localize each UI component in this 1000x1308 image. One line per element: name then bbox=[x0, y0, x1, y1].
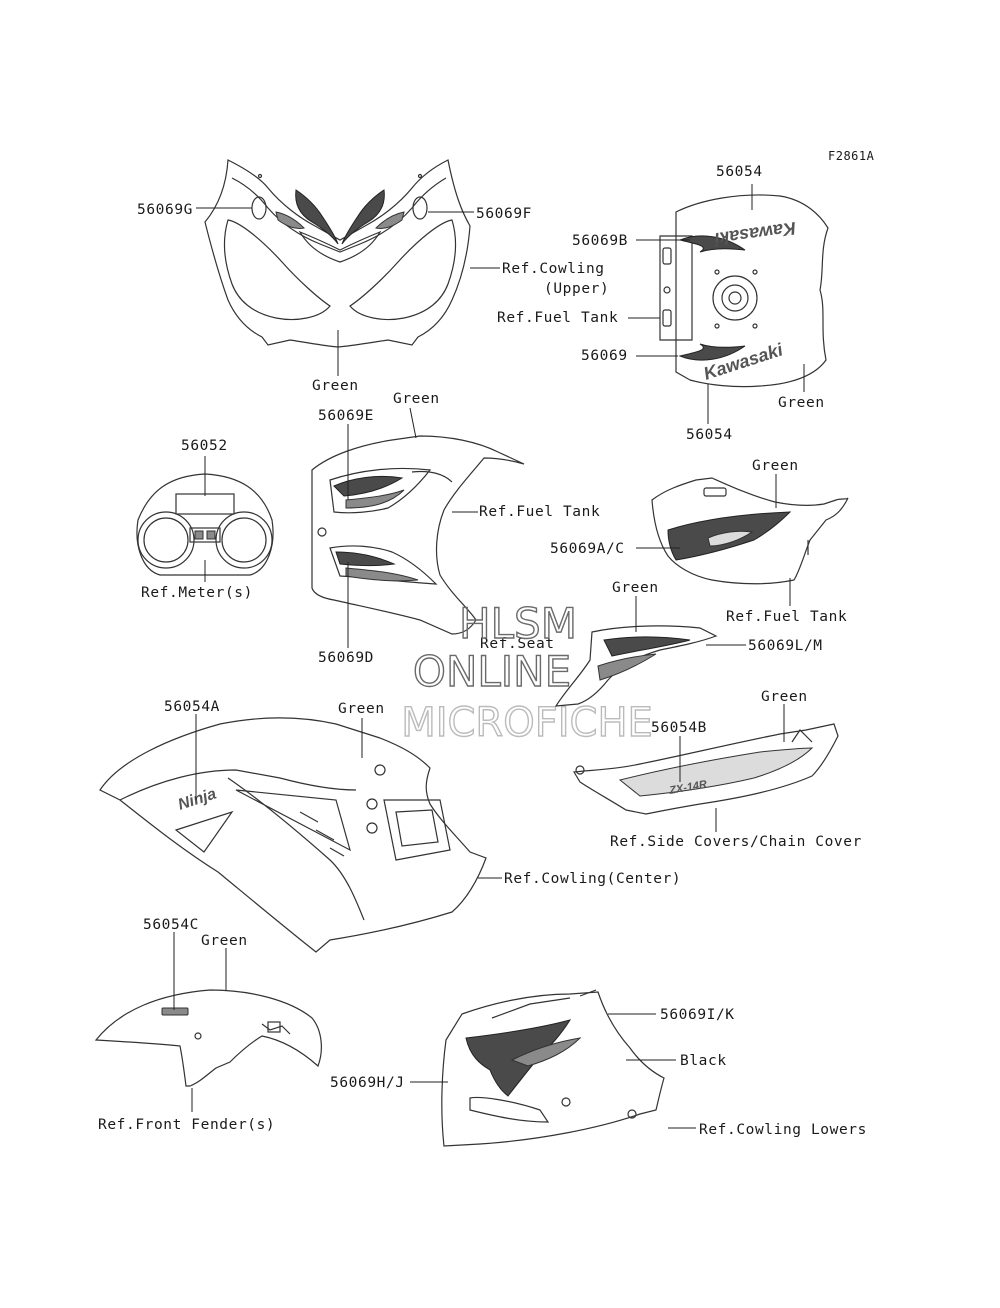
label-green-center-top: Green bbox=[393, 391, 440, 407]
label-56054-bottom: 56054 bbox=[686, 427, 733, 443]
upper-cowling-part bbox=[204, 159, 471, 348]
label-green-seat: Green bbox=[612, 580, 659, 596]
label-56054A: 56054A bbox=[164, 699, 220, 715]
label-ref-meters: Ref.Meter(s) bbox=[141, 585, 253, 601]
label-56054-top: 56054 bbox=[716, 164, 763, 180]
label-ref-seat: Ref.Seat bbox=[480, 636, 555, 652]
label-56069HJ: 56069H/J bbox=[330, 1075, 405, 1091]
label-56069LM: 56069L/M bbox=[748, 638, 823, 654]
label-56069D: 56069D bbox=[318, 650, 374, 666]
label-56069F: 56069F bbox=[476, 206, 532, 222]
label-black-lower: Black bbox=[680, 1053, 727, 1069]
label-ref-front-fender: Ref.Front Fender(s) bbox=[98, 1117, 275, 1133]
label-green-side-tank: Green bbox=[752, 458, 799, 474]
center-cowling-part: Ninja bbox=[99, 717, 487, 953]
label-ref-cowling-upper-sub: (Upper) bbox=[544, 281, 609, 297]
callout-labels: 56069G 56069F Ref.Cowling (Upper) Green … bbox=[98, 164, 867, 1138]
front-fender-part bbox=[94, 989, 322, 1087]
watermark-line-1: HLSM bbox=[459, 599, 577, 648]
label-56069: 56069 bbox=[581, 348, 628, 364]
label-56069G: 56069G bbox=[137, 202, 193, 218]
cowling-lower-part bbox=[441, 989, 665, 1147]
kawasaki-decal-top: Kawasaki bbox=[712, 218, 797, 249]
watermark: HLSM ONLINE MICROFICHE bbox=[400, 598, 653, 746]
fuel-tank-top-part: Kawasaki Kawasaki bbox=[659, 194, 829, 388]
label-green-upper: Green bbox=[312, 378, 359, 394]
meter-part bbox=[136, 473, 274, 576]
watermark-line-2: ONLINE bbox=[413, 647, 571, 696]
label-56069IK: 56069I/K bbox=[660, 1007, 735, 1023]
label-56052: 56052 bbox=[181, 438, 228, 454]
label-green-cowl-center: Green bbox=[338, 701, 385, 717]
label-56054B: 56054B bbox=[651, 720, 707, 736]
label-ref-fuel-tank-3: Ref.Fuel Tank bbox=[726, 609, 847, 625]
watermark-line-3: MICROFICHE bbox=[401, 700, 653, 746]
figure-id: F2861A bbox=[828, 149, 875, 163]
tank-cover-part bbox=[311, 435, 525, 635]
label-green-fender: Green bbox=[201, 933, 248, 949]
label-56069E: 56069E bbox=[318, 408, 374, 424]
label-ref-fuel-tank-1: Ref.Fuel Tank bbox=[497, 310, 618, 326]
label-56069B: 56069B bbox=[572, 233, 628, 249]
label-56069AC: 56069A/C bbox=[550, 541, 625, 557]
label-green-tank: Green bbox=[778, 395, 825, 411]
label-ref-cowling-upper: Ref.Cowling bbox=[502, 261, 605, 277]
leader-lines bbox=[173, 184, 805, 1129]
label-green-side-cover: Green bbox=[761, 689, 808, 705]
label-ref-side-covers: Ref.Side Covers/Chain Cover bbox=[610, 834, 862, 850]
ninja-decal: Ninja bbox=[176, 786, 219, 814]
seat-cowl-part bbox=[554, 625, 718, 707]
label-56054C: 56054C bbox=[143, 917, 199, 933]
label-ref-cowling-lowers: Ref.Cowling Lowers bbox=[699, 1122, 867, 1138]
label-ref-fuel-tank-2: Ref.Fuel Tank bbox=[479, 504, 600, 520]
label-ref-cowling-center: Ref.Cowling(Center) bbox=[504, 871, 681, 887]
side-tank-part bbox=[651, 477, 849, 585]
